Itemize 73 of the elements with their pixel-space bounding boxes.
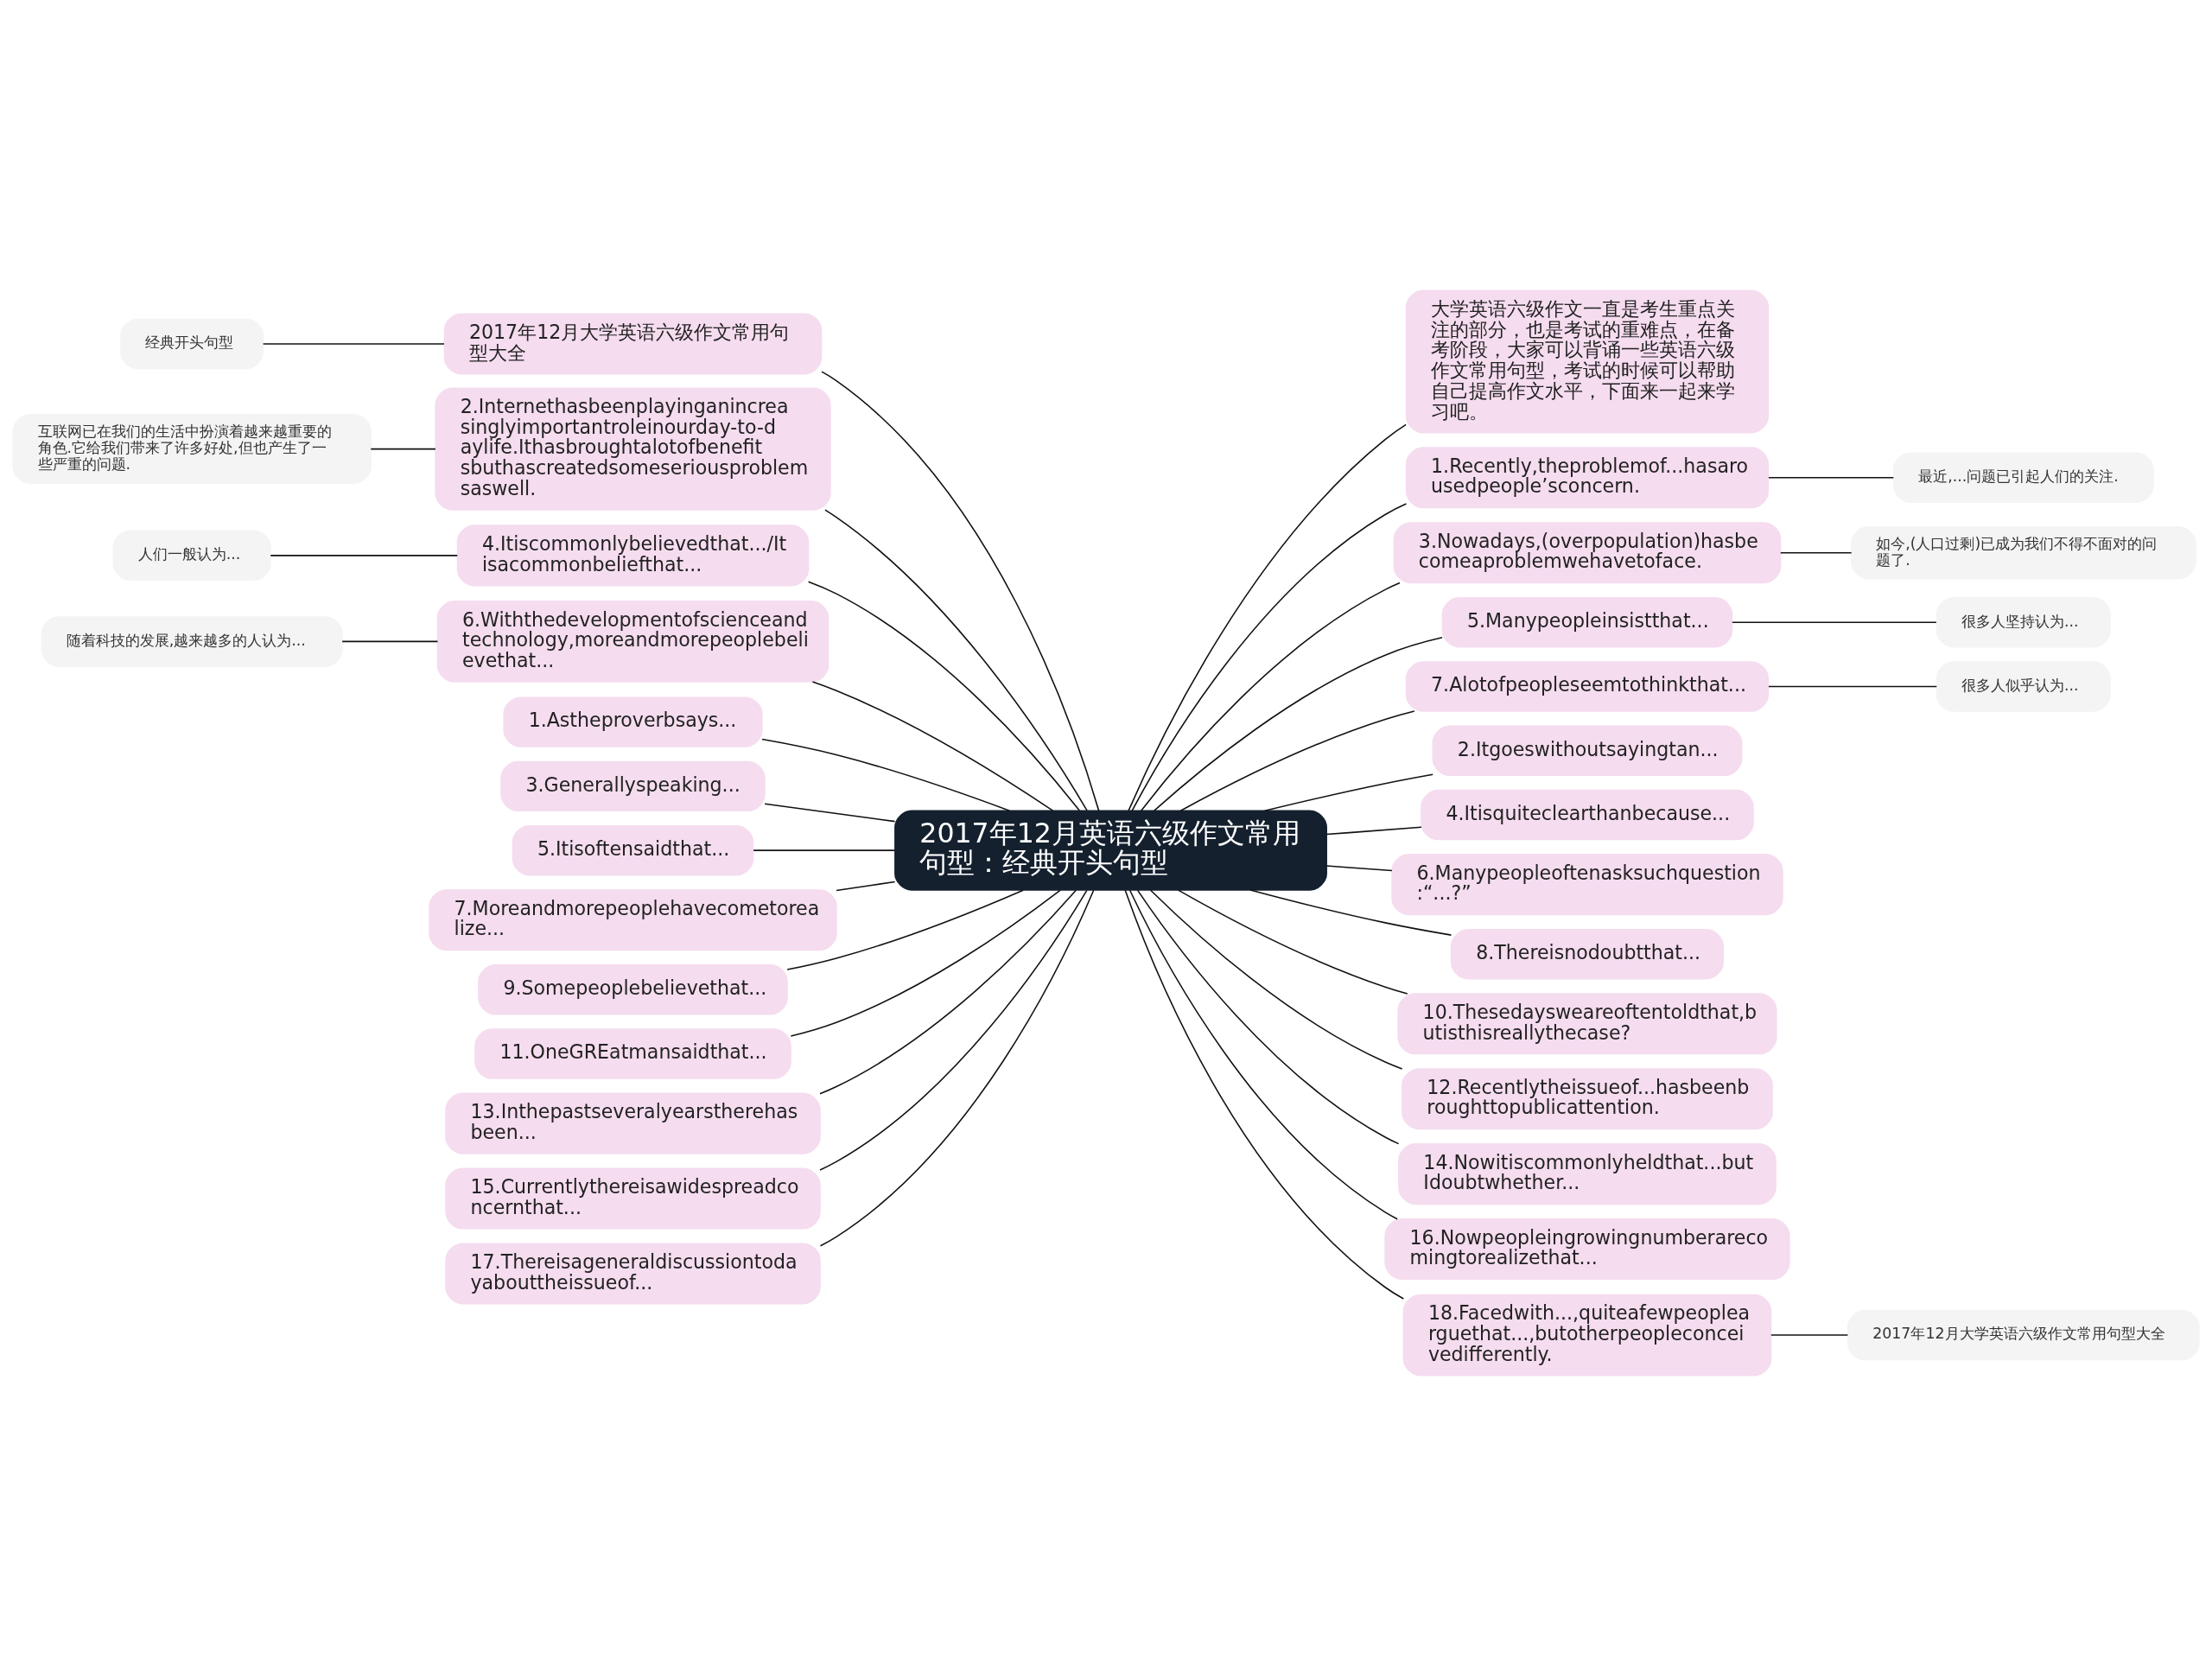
node-box: 很多人似乎认为... — [1936, 661, 2111, 712]
connector — [1140, 582, 1401, 812]
connector — [819, 889, 1095, 1247]
connector — [1325, 865, 1393, 872]
connector — [1770, 1334, 1849, 1336]
connector — [1732, 621, 1937, 624]
node-box: 15.Currentlythereisawidespreadconcernthat... — [445, 1167, 821, 1230]
connector — [341, 640, 439, 643]
node-box: 2017年12月大学英语六级作文常用句型大全 — [443, 313, 823, 375]
connector — [1124, 889, 1405, 1300]
node-box: 大学英语六级作文一直是考生重点关注的部分，也是考试的重难点，在备考阶段，大家可以背诵一些英语六级作文常用句型，考试的时候可以帮助自己提高作文水平，下面来一起来学习吧。 — [1405, 289, 1770, 434]
connector — [761, 738, 1011, 811]
connector — [1131, 503, 1408, 811]
connector — [1179, 710, 1415, 812]
connector — [824, 509, 1088, 811]
node-box: 2017年12月英语六级作文常用句型：经典开头句型 — [894, 810, 1327, 891]
node-box: 17.Thereisageneraldiscussiontodayabouttheissueof... — [445, 1243, 821, 1305]
connector — [1128, 423, 1407, 811]
node-box: 人们一般认为... — [112, 530, 271, 582]
connector — [836, 881, 896, 892]
connector — [1325, 826, 1422, 836]
node-box: 2.Internethasbeenplayinganincreasinglyimportantroleinourday-to-daylife.Ithasbroughtalotofbenefitsbuthascreatedsomeseriousproblemsaswell. — [435, 387, 831, 511]
connector — [753, 849, 896, 851]
node-box: 1.Astheproverbsays... — [503, 696, 763, 747]
connector — [270, 555, 459, 556]
connector — [262, 343, 445, 345]
node-box: 2.Itgoeswithoutsayingtan... — [1432, 725, 1743, 777]
connector — [370, 448, 436, 450]
node-box: 经典开头句型 — [120, 318, 264, 370]
node-box: 11.OneGREatmansaidthat... — [474, 1028, 791, 1079]
node-box: 14.Nowitiscommonlyheldthat...butIdoubtwhether... — [1398, 1143, 1777, 1205]
node-box: 5.Manypeopleinsistthat... — [1441, 597, 1733, 648]
connector — [1780, 551, 1853, 554]
node-box: 18.Facedwith...,quiteafewpeoplearguethat...,butotherpeopleconceivedifferently. — [1402, 1294, 1772, 1377]
node-box: 16.Nowpeopleingrowingnumberarecomingtorealizethat... — [1384, 1218, 1790, 1281]
connector — [819, 889, 1077, 1095]
node-box: 12.Recentlytheissueof...hasbeenbroughttopublicattention. — [1402, 1068, 1773, 1130]
connector — [1263, 773, 1433, 812]
node-box: 互联网已在我们的生活中扮演着越来越重要的角色.它给我们带来了许多好处,但也产生了一些严重的问题. — [12, 414, 372, 484]
connector — [1128, 889, 1398, 1220]
node-box: 4.Itisquiteclearthanbecause... — [1421, 789, 1754, 841]
connector — [1768, 685, 1938, 688]
node-box: 10.Thesedaysweareoftentoldthat,butisthisreallythecase? — [1397, 993, 1777, 1055]
node-box: 7.Alotofpeopleseemtothinkthat... — [1405, 661, 1770, 712]
node-box: 3.Generallyspeaking... — [500, 760, 766, 812]
node-box: 如今,(人口过剩)已成为我们不得不面对的问题了. — [1850, 525, 2196, 580]
connector — [1177, 889, 1408, 995]
connector — [1154, 637, 1443, 811]
connector — [1249, 889, 1452, 936]
connector — [1149, 889, 1403, 1070]
node-box: 随着科技的发展,越来越多的人认为... — [41, 616, 343, 667]
node-box: 5.Itisoftensaidthat... — [512, 824, 754, 876]
node-box: 6.Withthedevelopmentofscienceandtechnology,moreandmorepeoplebelievethat... — [436, 601, 830, 683]
node-box: 2017年12月大学英语六级作文常用句型大全 — [1847, 1309, 2200, 1361]
connector — [1136, 889, 1400, 1145]
node-box: 3.Nowadays,(overpopulation)hasbecomeaproblemwehavetoface. — [1393, 522, 1782, 584]
node-box: 7.Moreandmorepeoplehavecometorealize... — [429, 889, 837, 951]
node-box: 8.Thereisnodoubtthat... — [1450, 929, 1724, 980]
node-box: 很多人坚持认为... — [1936, 597, 2111, 648]
node-box: 13.Inthepastseveralyearstherehasbeen... — [445, 1092, 821, 1154]
connector — [819, 889, 1088, 1171]
connector — [811, 681, 1054, 811]
connector — [807, 581, 1081, 811]
connector — [764, 803, 896, 823]
connector — [821, 371, 1100, 812]
node-box: 1.Recently,theproblemof...hasarousedpeople’sconcern. — [1405, 447, 1770, 509]
node-box: 4.Itiscommonlybelievedthat.../Itisacommonbeliefthat... — [456, 525, 810, 587]
node-box: 9.Somepeoplebelievethat... — [478, 964, 788, 1015]
node-box: 最近,...问题已引起人们的关注. — [1892, 452, 2154, 503]
connector — [790, 889, 1061, 1037]
connector — [786, 889, 1024, 970]
connector — [1768, 477, 1895, 479]
node-box: 6.Manypeopleoftenasksuchquestion:“...?” — [1391, 854, 1783, 916]
